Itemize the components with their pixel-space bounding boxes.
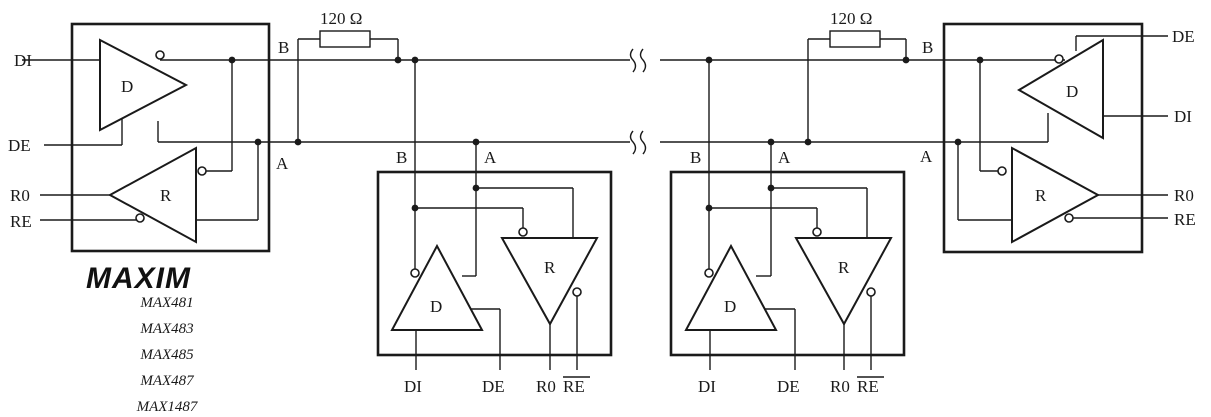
part-number: MAX485 <box>139 347 194 363</box>
resistor-label-left: 120 Ω <box>320 9 362 28</box>
line-break-symbol <box>629 48 647 155</box>
pin-ro-mid2: R0 <box>830 377 850 396</box>
bus-label-a-right: A <box>920 147 933 166</box>
termination-resistor-right <box>804 30 910 146</box>
driver-label-left: D <box>121 77 133 96</box>
pin-ro-mid1: R0 <box>536 377 556 396</box>
pin-re-mid1: RE <box>563 377 585 396</box>
driver-label-mid1: D <box>430 297 442 316</box>
driver-label-mid2: D <box>724 297 736 316</box>
pin-di-mid2: DI <box>698 377 716 396</box>
bus-label-a-mid1: A <box>484 148 497 167</box>
pin-de-left: DE <box>8 136 31 155</box>
part-number: MAX1487 <box>136 399 199 415</box>
termination-resistor-left <box>294 30 402 146</box>
pin-ro-right: R0 <box>1174 186 1194 205</box>
driver-label-right: D <box>1066 82 1078 101</box>
bus-label-b-mid1: B <box>396 148 407 167</box>
bus-label-b-left: B <box>278 38 289 57</box>
maxim-logo: MAXIM <box>86 262 191 295</box>
pin-di-mid1: DI <box>404 377 422 396</box>
pin-de-right: DE <box>1172 27 1195 46</box>
receiver-label-mid2: R <box>838 258 850 277</box>
pin-de-mid2: DE <box>777 377 800 396</box>
resistor-label-right: 120 Ω <box>830 9 872 28</box>
bus-label-b-mid2: B <box>690 148 701 167</box>
part-number: MAX487 <box>139 373 195 389</box>
transceiver-middle-2 <box>669 56 906 370</box>
receiver-label-right: R <box>1035 186 1047 205</box>
pin-re-right: RE <box>1174 210 1196 229</box>
pin-re-mid2: RE <box>857 377 879 396</box>
transceiver-left <box>22 22 271 253</box>
part-number: MAX481 <box>139 295 193 311</box>
pin-di-right: DI <box>1174 107 1192 126</box>
pin-re-left: RE <box>10 212 32 231</box>
transceiver-middle-1 <box>376 56 613 370</box>
bus-label-a-left: A <box>276 154 289 173</box>
pin-ro-left: R0 <box>10 186 30 205</box>
receiver-label-left: R <box>160 186 172 205</box>
pin-di-left: DI <box>14 51 32 70</box>
bus-label-a-mid2: A <box>778 148 791 167</box>
receiver-label-mid1: R <box>544 258 556 277</box>
pin-de-mid1: DE <box>482 377 505 396</box>
transceiver-right <box>942 22 1168 254</box>
part-number: MAX483 <box>139 321 193 337</box>
bus-label-b-right: B <box>922 38 933 57</box>
